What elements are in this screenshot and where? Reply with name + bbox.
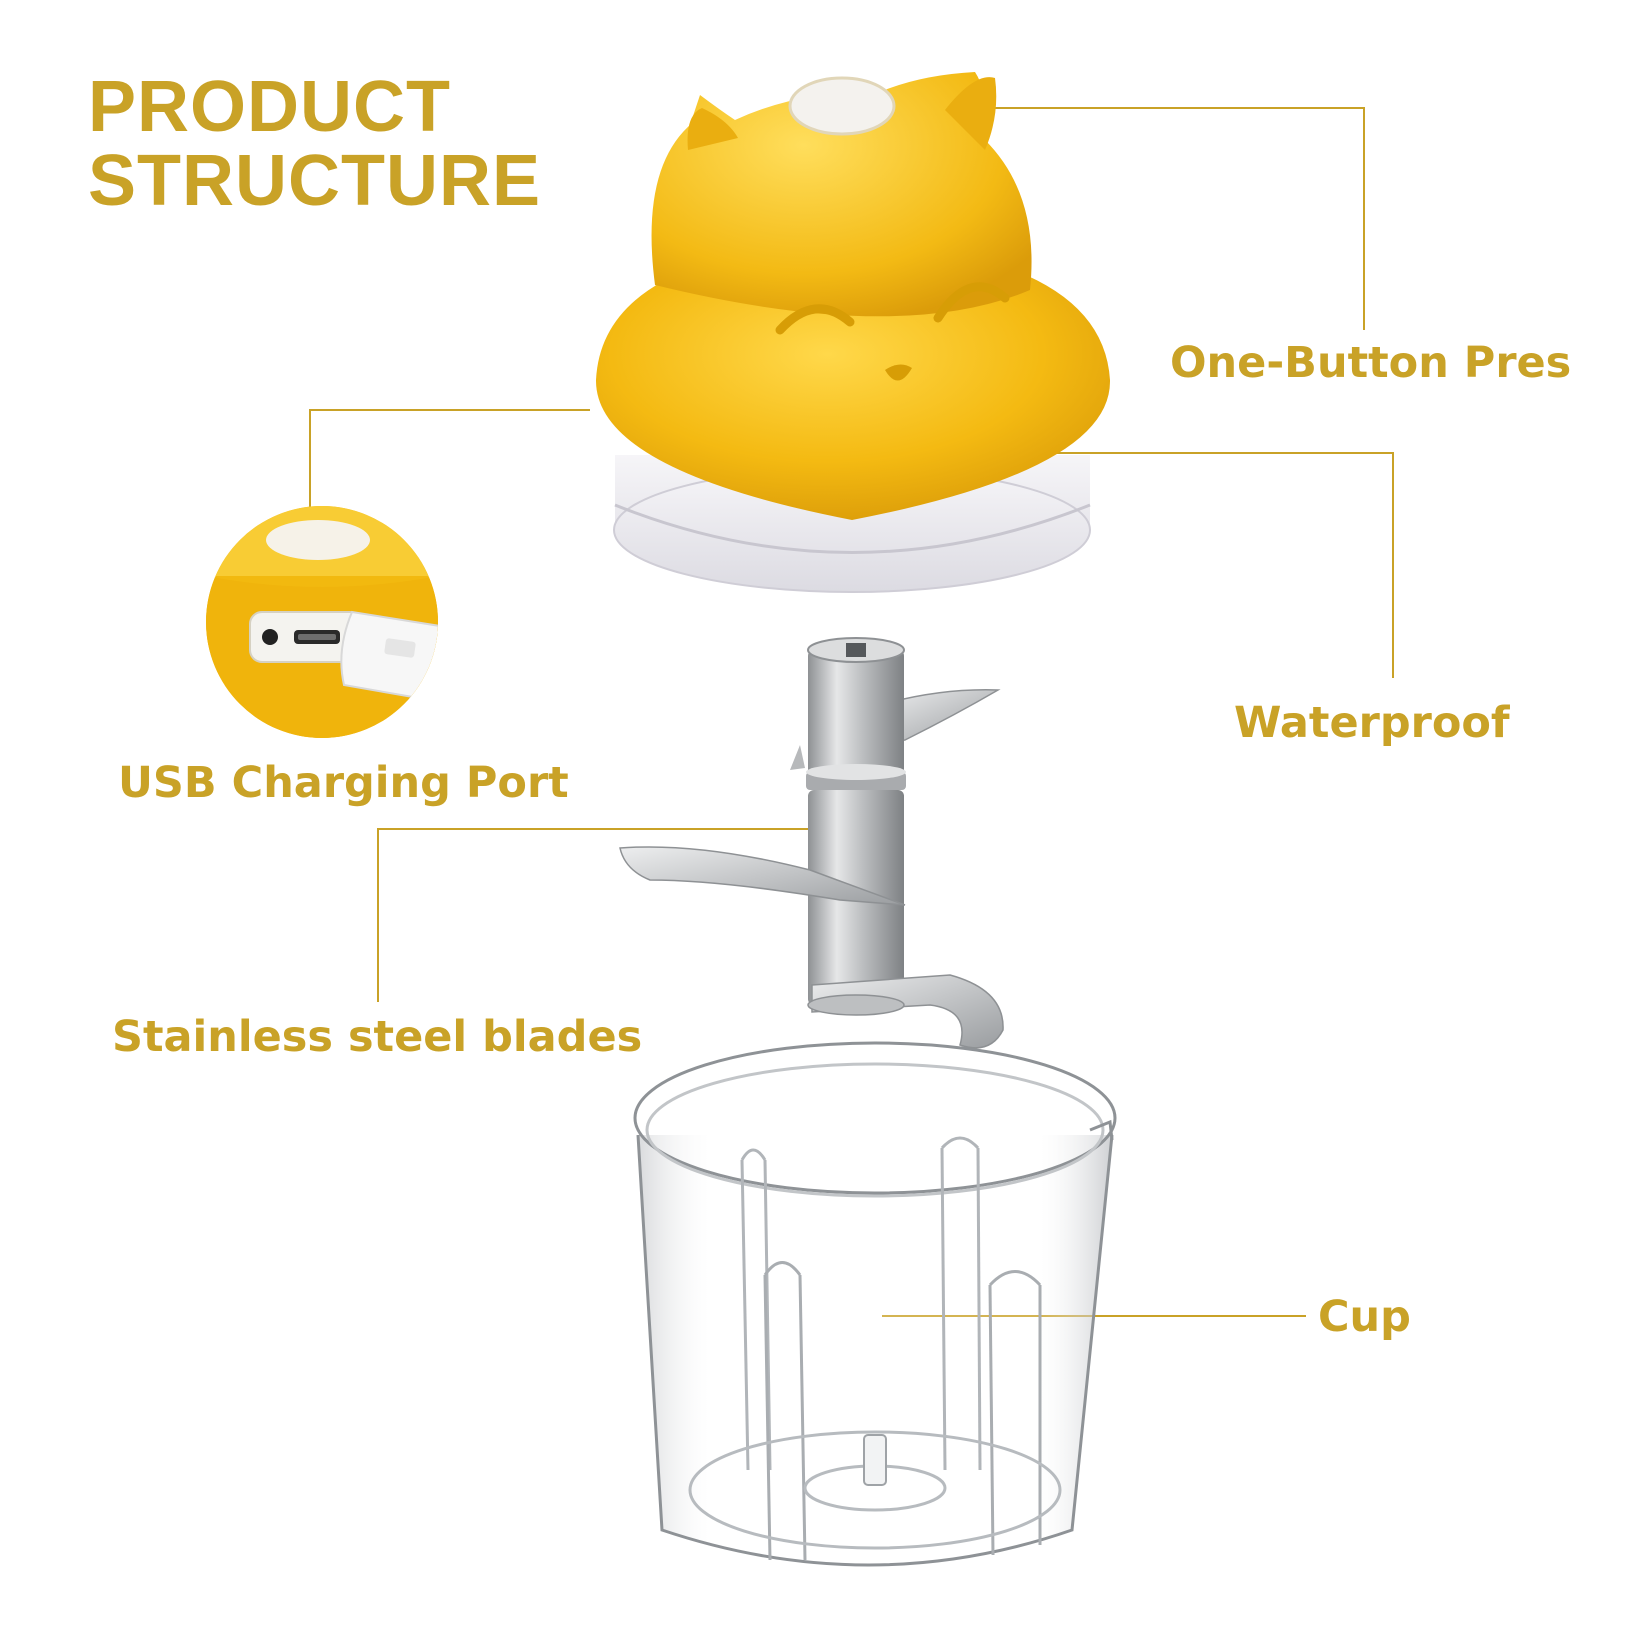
- lid-head: [651, 72, 1032, 317]
- clear-cup: [633, 1041, 1117, 1567]
- lid-skirt: [595, 265, 1111, 520]
- callout-cup: Cup: [1318, 1292, 1411, 1342]
- page-title: PRODUCT STRUCTURE: [88, 70, 541, 218]
- button-closeup-icon: [266, 520, 370, 560]
- cup-body: [636, 1134, 1114, 1567]
- blade-middle: [619, 846, 906, 906]
- ear-right: [945, 77, 997, 150]
- usb-port-closeup: [206, 506, 438, 738]
- cup-rim: [633, 1041, 1117, 1195]
- indicator-light-icon: [262, 629, 278, 645]
- leader-waterproof: [940, 452, 1394, 678]
- ear-left: [687, 108, 738, 150]
- title-line-2: STRUCTURE: [88, 141, 541, 221]
- motor-lid: [595, 72, 1111, 593]
- power-button-icon: [788, 76, 896, 136]
- cup-spindle-icon: [863, 1434, 887, 1486]
- blade-lower: [811, 974, 1004, 1049]
- callout-blades: Stainless steel blades: [112, 1012, 643, 1062]
- leader-one-button: [843, 107, 1365, 330]
- title-line-1: PRODUCT: [88, 67, 451, 147]
- nose: [885, 364, 912, 381]
- callout-waterproof: Waterproof: [1234, 698, 1510, 748]
- drive-socket-icon: [846, 643, 866, 657]
- blade-assembly: [619, 637, 1004, 1049]
- leader-blades: [377, 828, 810, 1002]
- callout-usb-port: USB Charging Port: [118, 758, 569, 808]
- eye-right: [933, 282, 1010, 323]
- blade-upper: [879, 689, 1001, 743]
- usb-cable-plug-icon: [340, 610, 438, 702]
- leader-usb-port: [309, 409, 590, 510]
- eye-left: [775, 304, 855, 335]
- callout-one-button: One-Button Pres: [1170, 338, 1572, 388]
